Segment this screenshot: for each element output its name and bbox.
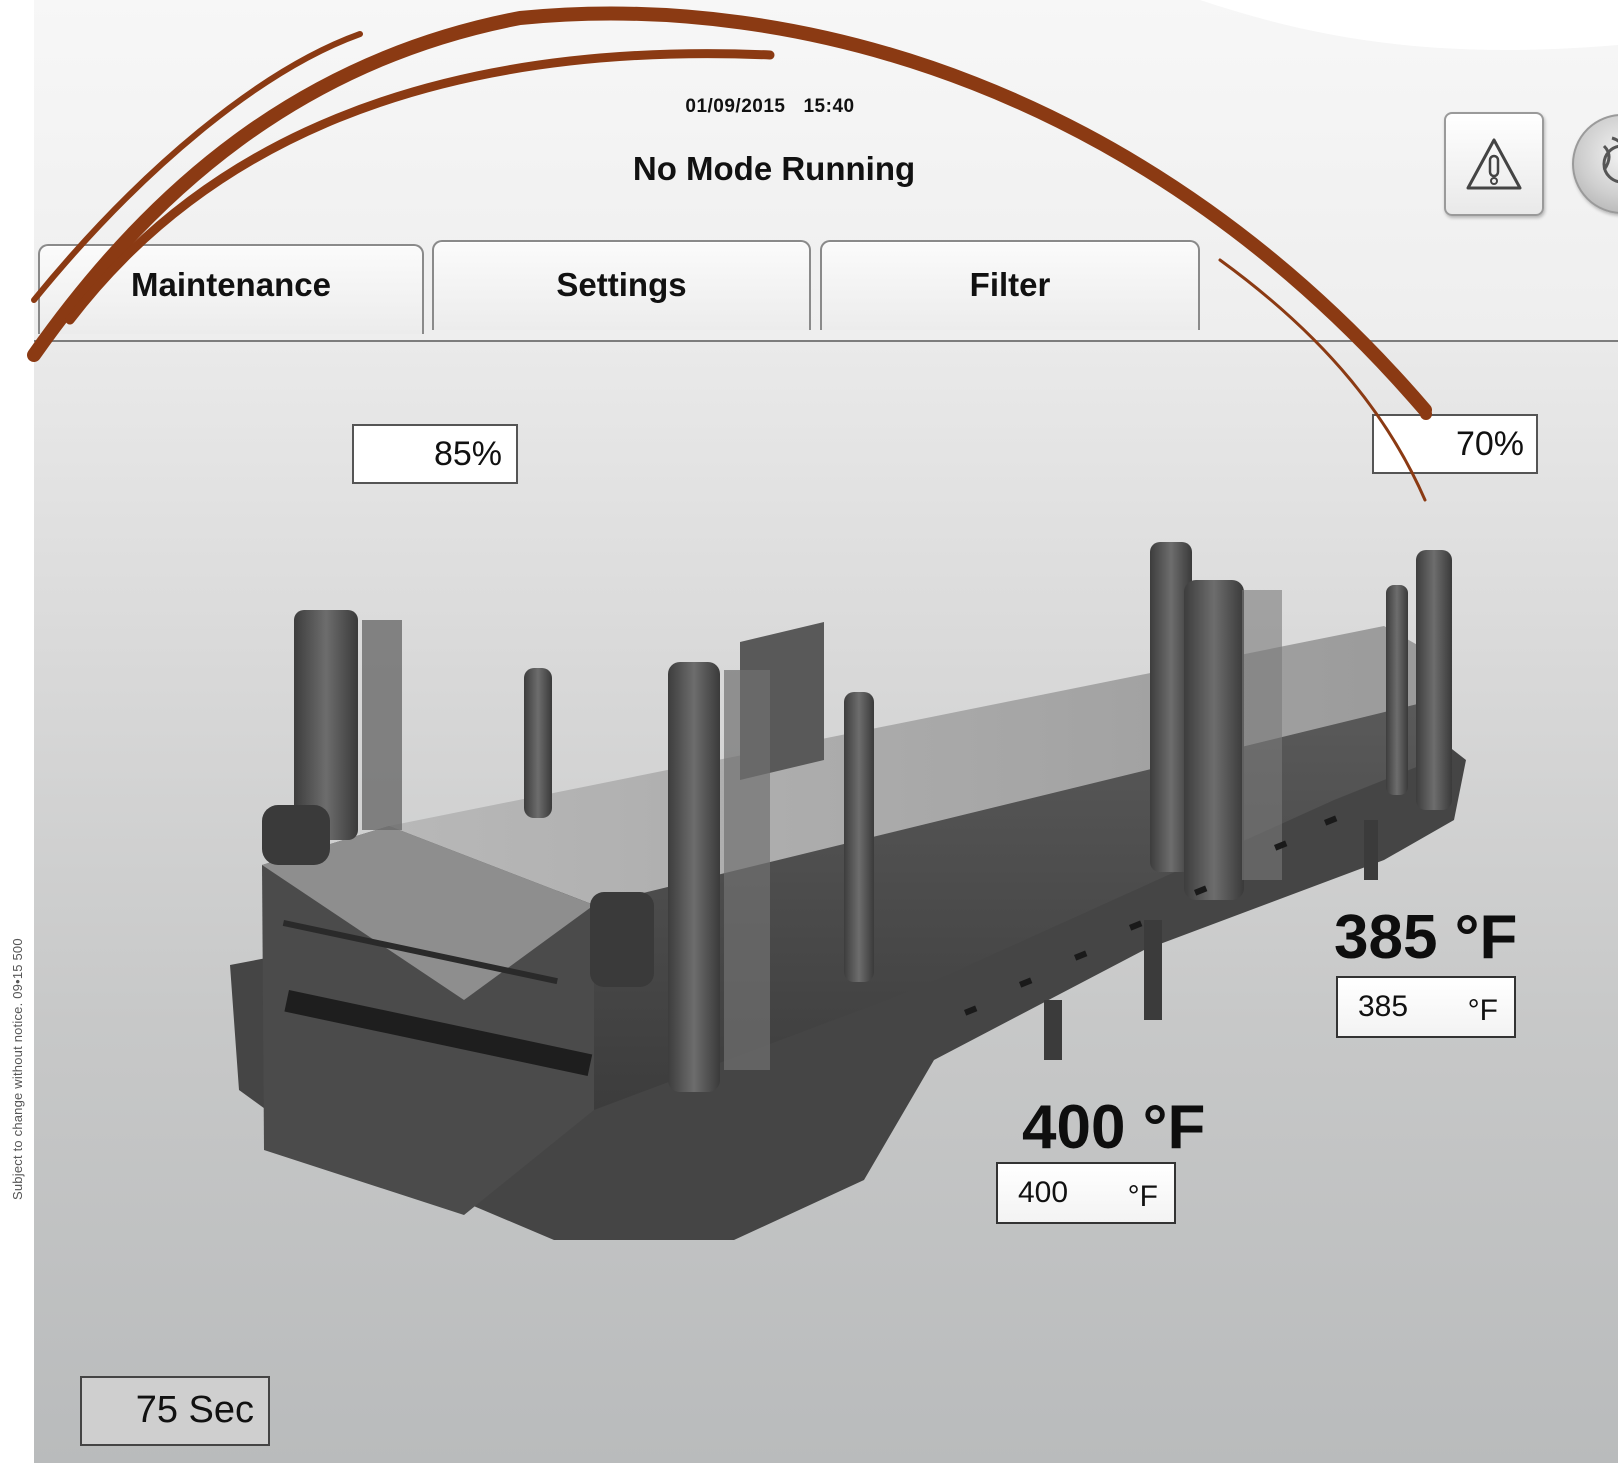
warning-triangle-icon — [1466, 138, 1522, 190]
alarm-button[interactable] — [1444, 112, 1544, 216]
disclaimer-text: Subject to change without notice. 09•15 … — [10, 938, 25, 1200]
left-setpoint-unit: °F — [1127, 1180, 1158, 1213]
left-setpoint-value: 400 — [1018, 1176, 1069, 1209]
right-percent-readout[interactable]: 70% — [1372, 414, 1538, 474]
left-zone-actual-temp: 400 °F — [1022, 1093, 1206, 1162]
right-zone-actual-temp: 385 °F — [1334, 903, 1518, 972]
dwell-timer-field[interactable]: 75 Sec — [80, 1376, 270, 1446]
pump-icon — [1602, 136, 1618, 184]
fryer-machine-illustration — [230, 542, 1466, 1240]
right-setpoint-unit: °F — [1467, 994, 1498, 1027]
left-percent-readout[interactable]: 85% — [352, 424, 518, 484]
right-setpoint-value: 385 — [1358, 990, 1409, 1023]
pump-button[interactable] — [1572, 114, 1618, 214]
left-zone-setpoint-field[interactable]: 400 °F — [996, 1162, 1176, 1224]
right-zone-setpoint-field[interactable]: 385 °F — [1336, 976, 1516, 1038]
